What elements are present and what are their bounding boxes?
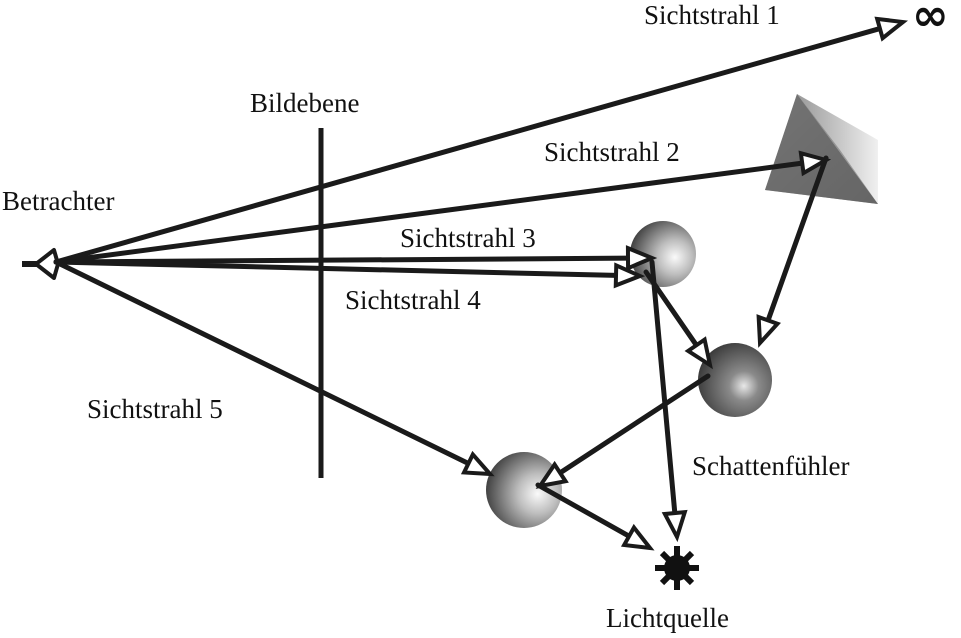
infinity-icon: ∞ [912, 0, 949, 41]
ray-5-label: Sichtstrahl 5 [87, 394, 223, 424]
reflection-sphere-middle-to-bottom-arrowhead [535, 460, 569, 489]
sphere-middle [698, 343, 772, 417]
light-source-label: Lichtquelle [606, 603, 729, 633]
shadow-feeler-top-arrow [649, 259, 688, 543]
ray-5-line [53, 259, 471, 466]
ray-3-arrow [53, 245, 658, 272]
ray-1-label: Sichtstrahl 1 [644, 0, 780, 30]
shadow-feeler-bottom-line [535, 482, 632, 539]
ray-4-label: Sichtstrahl 4 [345, 285, 481, 315]
shadow-feeler-top-line [649, 259, 678, 516]
ray-3-line [53, 255, 631, 265]
rays-group [53, 16, 909, 551]
pyramid-object [765, 94, 878, 204]
shadow-feeler-top-arrowhead [661, 509, 688, 543]
reflection-pyramid-to-sphere-arrow [756, 155, 829, 348]
reflection-sphere-top-to-middle-arrowhead [684, 336, 713, 370]
reflection-pyramid-to-sphere-line [765, 155, 829, 323]
ray-2-line [53, 160, 805, 265]
ray-2-arrow [53, 150, 832, 265]
ray-3-arrowhead [625, 245, 658, 272]
light-source-icon [655, 546, 699, 590]
ray-4-arrow [53, 259, 646, 289]
ray-1-arrowhead [874, 16, 909, 42]
ray-1-line [53, 26, 883, 265]
ray-5-arrow [53, 259, 495, 477]
sphere-bottom [486, 452, 562, 528]
ray-4-arrowhead [613, 262, 646, 289]
ray-4-line [53, 259, 619, 278]
ray-3-label: Sichtstrahl 3 [400, 223, 536, 253]
reflection-sphere-middle-to-bottom-arrow [535, 373, 711, 489]
ray-1-arrow [53, 16, 909, 265]
ray-2-arrowhead [798, 150, 832, 177]
reflection-pyramid-to-sphere-arrowhead [756, 314, 781, 348]
ray-2-label: Sichtstrahl 2 [544, 137, 680, 167]
shadow-feeler-bottom-arrowhead [620, 523, 655, 551]
shadow-feeler-label: Schattenfühler [692, 451, 850, 481]
image-plane-label: Bildebene [250, 88, 360, 118]
shadow-feeler-bottom-arrow [535, 482, 655, 551]
ray-5-arrowhead [460, 450, 495, 477]
eye-icon [22, 248, 60, 280]
viewer-label: Betrachter [2, 186, 115, 216]
reflection-sphere-middle-to-bottom-line [557, 373, 711, 476]
